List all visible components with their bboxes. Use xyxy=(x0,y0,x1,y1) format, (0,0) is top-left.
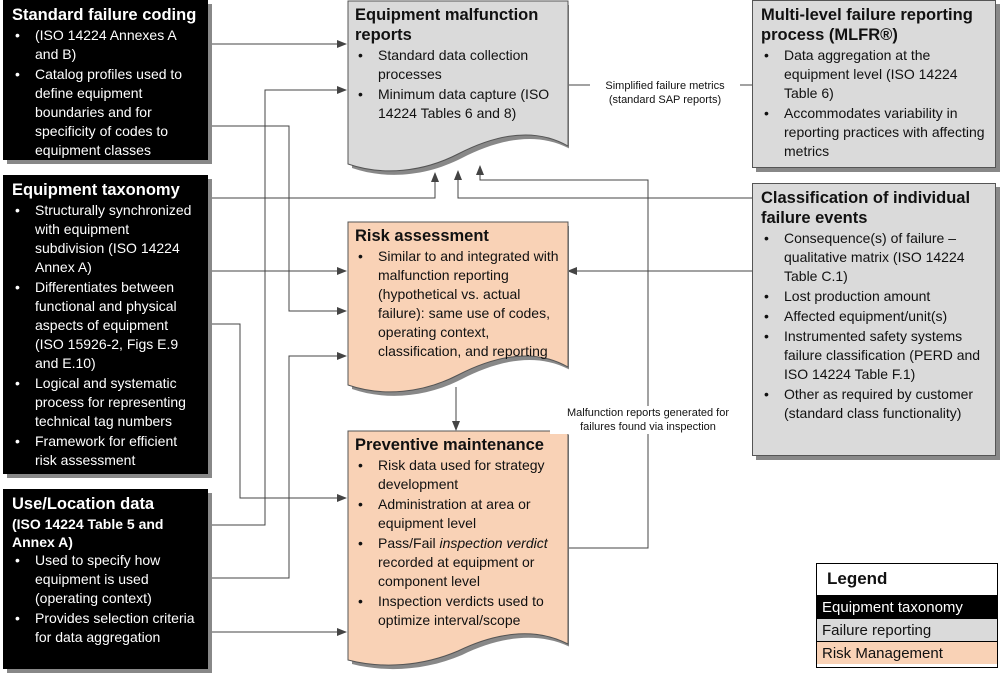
list-item: Accommodates variability in reporting pr… xyxy=(761,104,987,161)
bullet-list: Risk data used for strategy development … xyxy=(355,456,561,630)
list-item: Data aggregation at the equipment level … xyxy=(761,46,987,103)
equipment-taxonomy-box: Equipment taxonomy Structurally synchron… xyxy=(3,175,208,474)
list-item: Framework for efficient risk assessment xyxy=(12,432,199,470)
list-item: Logical and systematic process for repre… xyxy=(12,374,199,431)
list-item: Lost production amount xyxy=(761,287,987,306)
box-subtitle: (ISO 14224 Table 5 and Annex A) xyxy=(12,516,164,550)
arrow-taxonomy-to-malfunction xyxy=(210,172,439,199)
bullet-list: Similar to and integrated with malfuncti… xyxy=(355,247,561,361)
box-title: Preventive maintenance xyxy=(355,436,544,454)
list-item: Instrumented safety systems failure clas… xyxy=(761,327,987,384)
bullet-list: Data aggregation at the equipment level … xyxy=(761,46,987,161)
list-item: Inspection verdicts used to optimize int… xyxy=(355,592,561,630)
arrow-taxonomy-to-pm xyxy=(210,323,347,502)
box-title: Equipment taxonomy xyxy=(12,181,180,199)
list-item: Pass/Fail inspection verdict recorded at… xyxy=(355,534,561,591)
list-item: Standard data collection processes xyxy=(355,46,561,84)
list-item: (ISO 14224 Annexes A and B) xyxy=(12,26,199,64)
bullet-list: Standard data collection processes Minim… xyxy=(355,46,561,123)
bullet-list: (ISO 14224 Annexes A and B) Catalog prof… xyxy=(12,26,199,159)
list-item: Affected equipment/unit(s) xyxy=(761,307,987,326)
arrow-use-to-malfunction xyxy=(210,86,347,526)
box-title: Classification of individual failure eve… xyxy=(761,189,971,227)
box-title: Risk assessment xyxy=(355,227,489,245)
bullet-list: Structurally synchronized with equipment… xyxy=(12,201,199,470)
risk-assessment-box: Risk assessment Similar to and integrate… xyxy=(347,221,569,401)
list-item: Catalog profiles used to define equipmen… xyxy=(12,65,199,159)
list-item: Consequence(s) of failure – qualitative … xyxy=(761,229,987,286)
legend-title: Legend xyxy=(827,569,888,588)
list-item: Minimum data capture (ISO 14224 Tables 6… xyxy=(355,85,561,123)
legend-item-risk-management: Risk Management xyxy=(817,641,997,664)
use-location-data-box: Use/Location data (ISO 14224 Table 5 and… xyxy=(3,489,208,669)
list-item: Provides selection criteria for data agg… xyxy=(12,609,199,647)
bullet-list: Used to specify how equipment is used (o… xyxy=(12,551,199,647)
bullet-list: Consequence(s) of failure – qualitative … xyxy=(761,229,987,423)
classification-box: Classification of individual failure eve… xyxy=(752,183,996,456)
list-item: Risk data used for strategy development xyxy=(355,456,561,494)
standard-failure-coding-box: Standard failure coding (ISO 14224 Annex… xyxy=(3,0,208,160)
box-title: Equipment malfunction reports xyxy=(355,6,539,44)
equipment-malfunction-reports-box: Equipment malfunction reports Standard d… xyxy=(347,0,569,176)
preventive-maintenance-box: Preventive maintenance Risk data used fo… xyxy=(347,430,569,673)
box-title: Multi-level failure reporting process (M… xyxy=(761,6,973,44)
arrow-use-to-risk xyxy=(210,352,347,579)
legend: Legend Equipment taxonomy Failure report… xyxy=(816,563,998,668)
list-item: Used to specify how equipment is used (o… xyxy=(12,551,199,608)
list-item: Administration at area or equipment leve… xyxy=(355,495,561,533)
arrow-classification-to-malfunction xyxy=(454,170,752,199)
arrow-coding-to-risk xyxy=(210,125,347,315)
box-title: Use/Location data xyxy=(12,495,155,513)
inspection-reports-label: Malfunction reports generated for failur… xyxy=(550,406,746,434)
simplified-metrics-label: Simplified failure metrics (standard SAP… xyxy=(590,79,740,107)
list-item: Differentiates between functional and ph… xyxy=(12,278,199,373)
list-item: Other as required by customer (standard … xyxy=(761,385,987,423)
list-item: Similar to and integrated with malfuncti… xyxy=(355,247,561,361)
mlfr-box: Multi-level failure reporting process (M… xyxy=(752,0,996,168)
arrow-pm-to-malfunction xyxy=(476,165,649,549)
legend-item-failure-reporting: Failure reporting xyxy=(817,618,997,641)
list-item: Structurally synchronized with equipment… xyxy=(12,201,199,277)
legend-item-equipment-taxonomy: Equipment taxonomy xyxy=(817,595,997,618)
box-title: Standard failure coding xyxy=(12,6,197,24)
